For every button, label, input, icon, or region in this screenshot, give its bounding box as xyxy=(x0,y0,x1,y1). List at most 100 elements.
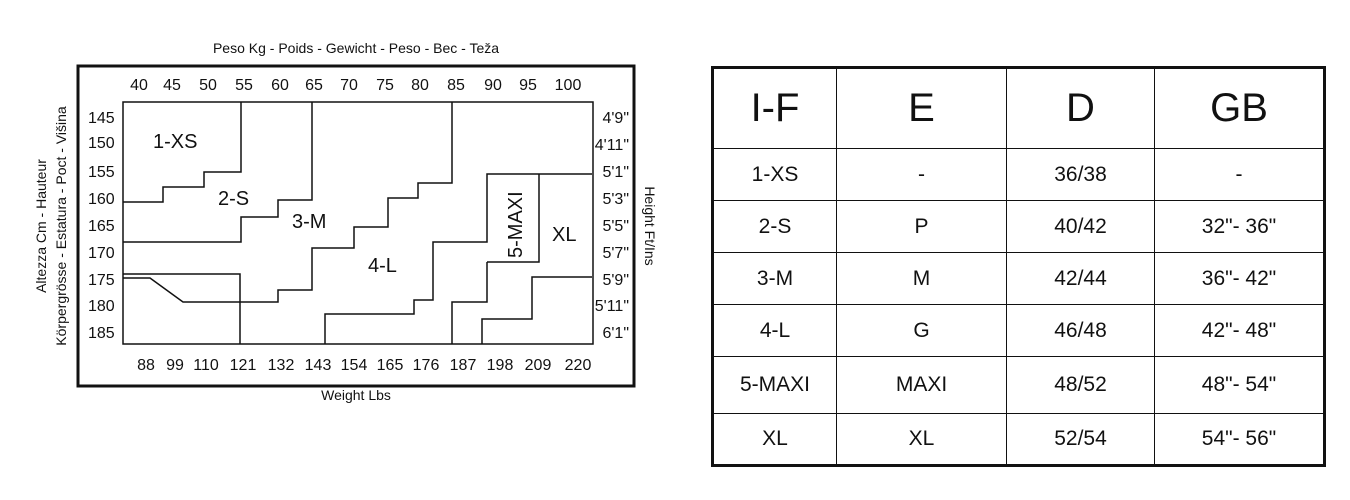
table-cell: 36/38 xyxy=(1006,148,1155,201)
header-e: E xyxy=(836,67,1007,149)
table-cell: 5-MAXI xyxy=(712,356,837,414)
ftin-tick: 5'3" xyxy=(602,191,629,208)
table-cell: P xyxy=(836,200,1007,253)
ftin-tick: 5'7" xyxy=(602,245,629,262)
region-label-m: 3-M xyxy=(292,211,326,233)
table-row: 4-L G 46/48 42"- 48" xyxy=(712,304,1325,357)
kg-tick: 65 xyxy=(305,77,323,94)
region-label-xl: XL xyxy=(552,224,576,246)
cm-tick: 155 xyxy=(88,164,115,181)
ftin-tick: 4'9" xyxy=(602,110,629,127)
kg-tick: 100 xyxy=(555,77,582,94)
boundary-xl-lower xyxy=(481,276,592,344)
boundary-s-m xyxy=(123,102,313,243)
lbs-tick: 88 xyxy=(137,357,155,374)
table-row: XL XL 52/54 54"- 56" xyxy=(712,413,1325,466)
kg-tick: 90 xyxy=(484,77,502,94)
boundary-m-l xyxy=(123,102,453,303)
table-cell: 36"- 42" xyxy=(1154,252,1325,305)
region-label-l: 4-L xyxy=(368,255,397,277)
boundary-xs-s xyxy=(123,102,242,203)
table-cell: - xyxy=(836,148,1007,201)
table-cell: 4-L xyxy=(712,304,837,357)
height-cm-axis-label-2: Körpergrösse - Estatura - Poct - Višina xyxy=(53,106,69,346)
table-cell: 2-S xyxy=(712,200,837,253)
ftin-tick: 5'9" xyxy=(602,272,629,289)
ftin-tick: 6'1" xyxy=(602,325,629,342)
table-cell: M xyxy=(836,252,1007,305)
table-cell: 1-XS xyxy=(712,148,837,201)
region-label-maxi: 5-MAXI xyxy=(505,191,527,258)
boundary-l-maxi xyxy=(324,173,592,344)
table-cell: - xyxy=(1154,148,1325,201)
ftin-tick: 5'5" xyxy=(602,218,629,235)
table-cell: XL xyxy=(836,413,1007,466)
plot-area xyxy=(122,101,594,345)
size-chart-svg: Peso Kg - Poids - Gewicht - Peso - Bec -… xyxy=(33,40,658,403)
lbs-tick: 187 xyxy=(450,357,477,374)
region-label-s: 2-S xyxy=(218,188,249,210)
table-row: 2-S P 40/42 32"- 36" xyxy=(712,200,1325,253)
cm-tick: 150 xyxy=(88,135,115,152)
cm-tick: 165 xyxy=(88,218,115,235)
height-cm-axis-label-1: Altezza Cm - Hauteur xyxy=(33,159,49,293)
lbs-tick: 209 xyxy=(525,357,552,374)
cm-tick: 175 xyxy=(88,272,115,289)
kg-tick: 75 xyxy=(376,77,394,94)
table-cell: 40/42 xyxy=(1006,200,1155,253)
weight-kg-axis-label: Peso Kg - Poids - Gewicht - Peso - Bec -… xyxy=(213,40,499,56)
size-region-boundaries xyxy=(123,102,592,344)
kg-tick: 60 xyxy=(271,77,289,94)
cm-tick: 160 xyxy=(88,191,115,208)
table-cell: 42/44 xyxy=(1006,252,1155,305)
table-cell: 54"- 56" xyxy=(1154,413,1325,466)
table-row: 5-MAXI MAXI 48/52 48"- 54" xyxy=(712,356,1325,414)
weight-lbs-axis-label: Weight Lbs xyxy=(321,387,391,403)
kg-tick: 55 xyxy=(235,77,253,94)
ftin-tick: 5'11" xyxy=(595,298,629,315)
cm-tick: 145 xyxy=(88,110,115,127)
boundary-maxi-xl xyxy=(487,174,540,263)
header-d: D xyxy=(1006,67,1155,149)
cm-tick: 180 xyxy=(88,298,115,315)
cm-tick-labels: 145 150 155 160 165 170 175 180 185 xyxy=(88,110,115,342)
table-cell: 42"- 48" xyxy=(1154,304,1325,357)
lbs-tick: 165 xyxy=(377,357,404,374)
table-cell: 46/48 xyxy=(1006,304,1155,357)
kg-tick: 70 xyxy=(340,77,358,94)
table-cell: 48"- 54" xyxy=(1154,356,1325,414)
size-conversion-table: I-F E D GB 1-XS - 36/38 - 2-S P 40/42 32… xyxy=(711,66,1326,467)
kg-tick: 80 xyxy=(411,77,429,94)
lbs-tick: 220 xyxy=(565,357,592,374)
table-row: 1-XS - 36/38 - xyxy=(712,148,1325,201)
table-cell: 48/52 xyxy=(1006,356,1155,414)
lbs-tick: 132 xyxy=(268,357,295,374)
region-label-xs: 1-XS xyxy=(153,131,197,153)
kg-tick: 50 xyxy=(199,77,217,94)
header-i-f: I-F xyxy=(712,67,837,149)
boundary-l-xl-lower xyxy=(451,262,488,344)
lbs-tick: 143 xyxy=(305,357,332,374)
table-row: 3-M M 42/44 36"- 42" xyxy=(712,252,1325,305)
lbs-tick-labels: 88 99 110 121 132 143 154 165 176 187 19… xyxy=(137,357,591,374)
ftin-tick-labels: 4'9" 4'11" 5'1" 5'3" 5'5" 5'7" 5'9" 5'11… xyxy=(595,110,629,342)
lbs-tick: 154 xyxy=(341,357,368,374)
lbs-tick: 99 xyxy=(166,357,184,374)
size-chart: Peso Kg - Poids - Gewicht - Peso - Bec -… xyxy=(33,40,658,403)
lbs-tick: 121 xyxy=(230,357,257,374)
table-cell: 32"- 36" xyxy=(1154,200,1325,253)
header-gb: GB xyxy=(1154,67,1325,149)
table-cell: G xyxy=(836,304,1007,357)
cm-tick: 185 xyxy=(88,325,115,342)
table-header-row: I-F E D GB xyxy=(712,67,1325,149)
lbs-tick: 176 xyxy=(413,357,440,374)
lbs-tick: 198 xyxy=(487,357,514,374)
lbs-tick: 110 xyxy=(193,357,219,374)
kg-tick: 45 xyxy=(163,77,181,94)
kg-tick-labels: 40 45 50 55 60 65 70 75 80 85 90 95 100 xyxy=(130,77,581,94)
ftin-tick: 5'1" xyxy=(602,164,629,181)
table-cell: XL xyxy=(712,413,837,466)
kg-tick: 40 xyxy=(130,77,148,94)
ftin-tick: 4'11" xyxy=(595,137,629,154)
table-cell: 3-M xyxy=(712,252,837,305)
